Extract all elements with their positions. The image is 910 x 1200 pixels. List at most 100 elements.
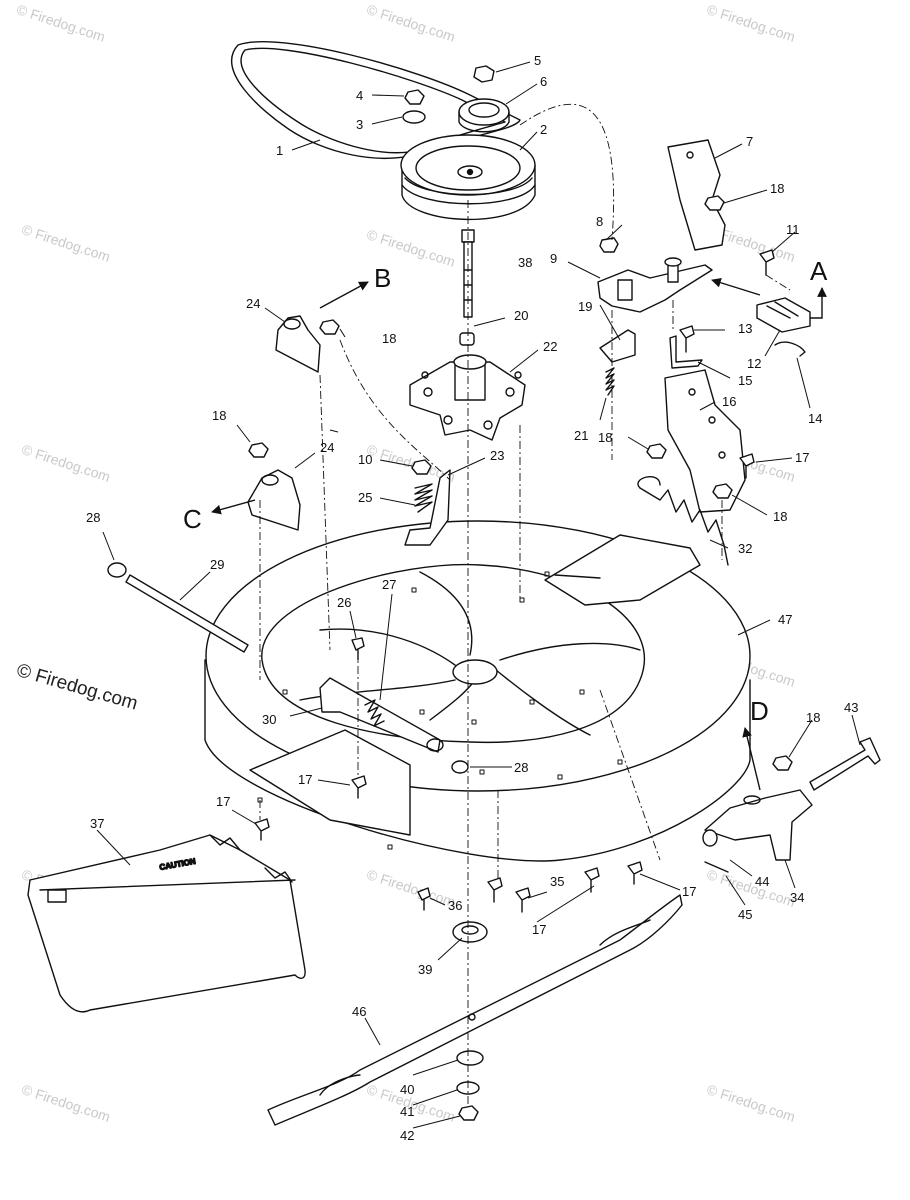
callout-39: 39 — [418, 962, 432, 977]
bolt-11 — [759, 249, 775, 276]
callout-18: 18 — [806, 710, 820, 725]
callout-28: 28 — [514, 760, 528, 775]
callout-46: 46 — [352, 1004, 366, 1019]
nut-18-bracket — [704, 195, 725, 211]
nut-5 — [473, 65, 495, 83]
callout-19: 19 — [578, 299, 592, 314]
bracket-19 — [599, 329, 636, 363]
callout-36: 36 — [448, 898, 462, 913]
arrow-icon — [742, 727, 761, 791]
callout-12: 12 — [747, 356, 761, 371]
callout-37: 37 — [90, 816, 104, 831]
callout-25: 25 — [358, 490, 372, 505]
ref-letter-b: B — [374, 263, 391, 293]
callout-5: 5 — [534, 53, 541, 68]
callout-43: 43 — [844, 700, 858, 715]
spring-21 — [605, 367, 615, 396]
callout-17: 17 — [298, 772, 312, 787]
nut-10 — [411, 459, 432, 475]
washer-44 — [702, 829, 718, 847]
callout-9: 9 — [550, 251, 557, 266]
callout-28: 28 — [86, 510, 100, 525]
bolt-17-deck — [351, 775, 367, 799]
ref-letter-c: C — [183, 504, 202, 534]
callout-10: 10 — [358, 452, 372, 467]
callout-42: 42 — [400, 1128, 414, 1143]
callout-14: 14 — [808, 411, 822, 426]
ref-letter-a: A — [810, 256, 828, 286]
nut-18-right — [712, 483, 733, 499]
washer-40 — [456, 1050, 484, 1066]
arrow-icon — [319, 281, 369, 309]
nut-18-upper — [319, 319, 340, 335]
callout-18: 18 — [770, 181, 784, 196]
callout-22: 22 — [543, 339, 557, 354]
callout-15: 15 — [738, 373, 752, 388]
callout-11: 11 — [786, 222, 800, 237]
mower-blade — [267, 894, 683, 1126]
spindle-housing — [409, 354, 526, 441]
discharge-chute: CAUTION — [27, 834, 306, 1013]
nut-28-deck — [451, 760, 469, 774]
callout-23: 23 — [490, 448, 504, 463]
bracket-24-lower — [247, 469, 301, 531]
spring-32 — [639, 487, 729, 566]
callout-17: 17 — [682, 884, 696, 899]
clip-14 — [774, 341, 806, 357]
callout-45: 45 — [738, 907, 752, 922]
callout-35: 35 — [550, 874, 564, 889]
callout-2: 2 — [540, 122, 547, 137]
ref-letter-d: D — [750, 696, 769, 726]
callout-18: 18 — [212, 408, 226, 423]
rod-29 — [125, 574, 249, 653]
bearing-20 — [459, 332, 475, 346]
bolt-17-lower-b — [584, 867, 600, 893]
nut-28-left — [107, 562, 127, 578]
callout-27: 27 — [382, 577, 396, 592]
bolt-17-lower-a — [487, 877, 503, 903]
callout-3: 3 — [356, 117, 363, 132]
arrow-icon — [711, 277, 761, 296]
bracket-23 — [404, 469, 451, 546]
callout-17: 17 — [216, 794, 230, 809]
callout-17: 17 — [795, 450, 809, 465]
nut-4 — [404, 89, 425, 105]
callout-8: 8 — [596, 214, 603, 229]
callout-6: 6 — [540, 74, 547, 89]
callout-24: 24 — [246, 296, 260, 311]
callout-26: 26 — [337, 595, 351, 610]
bracket-15 — [669, 335, 703, 369]
bracket-24-upper — [275, 315, 321, 373]
bolt-35 — [515, 887, 531, 913]
idler-pulley — [458, 98, 510, 133]
callout-1: 1 — [276, 143, 283, 158]
spring-25 — [414, 483, 433, 513]
callout-24: 24 — [320, 440, 334, 455]
latch-12 — [756, 297, 811, 333]
callout-13: 13 — [738, 321, 752, 336]
bolt-36 — [417, 887, 431, 911]
mower-deck — [204, 520, 751, 862]
callout-18: 18 — [382, 331, 396, 346]
bearing-39 — [452, 921, 488, 943]
callout-20: 20 — [514, 308, 528, 323]
bolt-17-right — [739, 453, 755, 479]
callout-38: 38 — [518, 255, 532, 270]
pin-45 — [704, 861, 729, 873]
callout-40: 40 — [400, 1082, 414, 1097]
bar-43 — [809, 737, 881, 791]
spindle-pulley — [400, 134, 536, 221]
ref-a-path — [810, 310, 823, 319]
callout-18: 18 — [598, 430, 612, 445]
callout-34: 34 — [790, 890, 804, 905]
lever-30 — [319, 677, 444, 753]
callouts: 1 2 3 4 5 6 7 18 8 9 11 38 24 18 19 13 2… — [86, 53, 858, 1143]
mount-bracket-16 — [664, 369, 746, 513]
callout-17: 17 — [532, 922, 546, 937]
spacer-8 — [599, 237, 619, 253]
callout-4: 4 — [356, 88, 363, 103]
callout-29: 29 — [210, 557, 224, 572]
nut-42 — [458, 1105, 479, 1121]
nut-18-right-bracket — [772, 755, 793, 771]
